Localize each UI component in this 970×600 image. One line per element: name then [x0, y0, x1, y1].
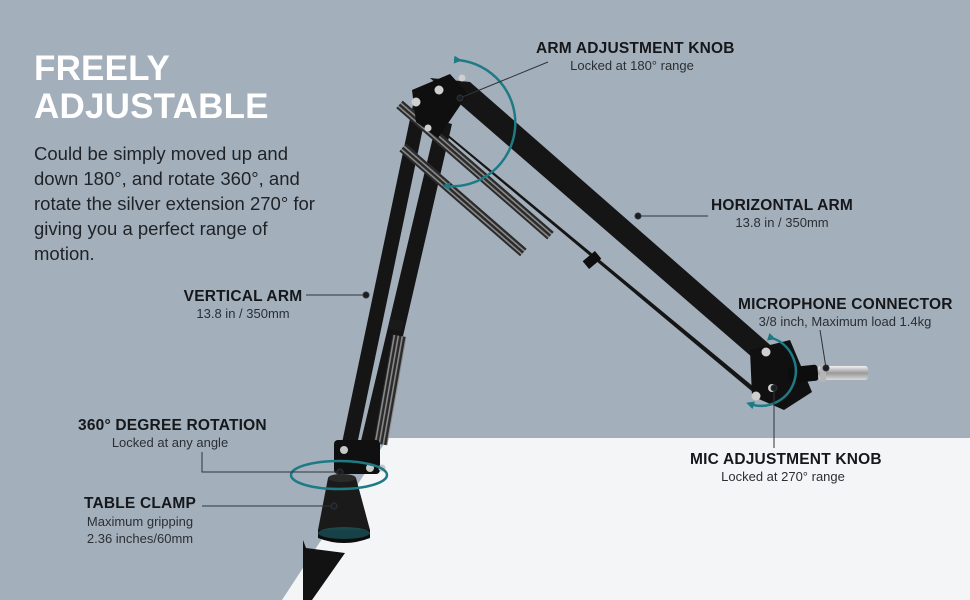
vertical-arm-callout: VERTICAL ARM 13.8 in / 350mm: [183, 287, 303, 322]
headline-line-1: FREELY: [34, 49, 171, 88]
callout-detail: 3/8 inch, Maximum load 1.4kg: [758, 314, 932, 329]
headline: FREELY ADJUSTABLE: [34, 50, 269, 126]
callout-detail: Locked at 180° range: [570, 58, 694, 73]
callout-detail: 13.8 in / 350mm: [196, 306, 290, 321]
microphone-connector-callout: MICROPHONE CONNECTOR 3/8 inch, Maximum l…: [738, 295, 953, 330]
callout-title: TABLE CLAMP: [83, 495, 197, 512]
callout-title: HORIZONTAL ARM: [711, 197, 853, 214]
callout-detail: 13.8 in / 350mm: [735, 215, 829, 230]
callout-title: VERTICAL ARM: [183, 288, 303, 305]
base-rotation-arrow: [289, 459, 389, 491]
arm-knob-arrow: [442, 55, 517, 191]
callout-title: 360° DEGREE ROTATION: [78, 417, 267, 434]
mic-end-joint: [750, 340, 868, 410]
horizontal-arm-callout: HORIZONTAL ARM 13.8 in / 350mm: [710, 196, 854, 231]
callout-title: ARM ADJUSTMENT KNOB: [536, 40, 735, 57]
callout-detail: Locked at any angle: [111, 435, 229, 450]
mic-adjustment-knob-callout: MIC ADJUSTMENT KNOB Locked at 270° range: [690, 450, 882, 485]
callout-detail-line-1: Maximum gripping: [86, 514, 194, 529]
callout-title: MICROPHONE CONNECTOR: [738, 296, 953, 313]
callout-detail-line-2: 2.36 inches/60mm: [86, 531, 194, 546]
vertical-arm: [338, 100, 452, 466]
callout-detail: Locked at 270° range: [721, 469, 845, 484]
arm-adjustment-knob-callout: ARM ADJUSTMENT KNOB Locked at 180° range: [536, 39, 735, 74]
lower-joint: [334, 440, 386, 474]
mic-knob-arrow: [746, 332, 798, 410]
table-clamp-base: [303, 474, 370, 600]
feature-description: Could be simply moved up and down 180°, …: [34, 143, 315, 264]
horizontal-arm: [396, 78, 808, 402]
table-surface: [282, 438, 970, 600]
rotation-arrows: [289, 55, 798, 491]
rotation-callout: 360° DEGREE ROTATION Locked at any angle: [78, 416, 267, 451]
headline-line-2: ADJUSTABLE: [34, 87, 269, 126]
table-clamp-callout: TABLE CLAMP Maximum gripping 2.36 inches…: [82, 494, 198, 547]
callout-lines: [201, 61, 830, 510]
callout-title: MIC ADJUSTMENT KNOB: [690, 451, 882, 468]
